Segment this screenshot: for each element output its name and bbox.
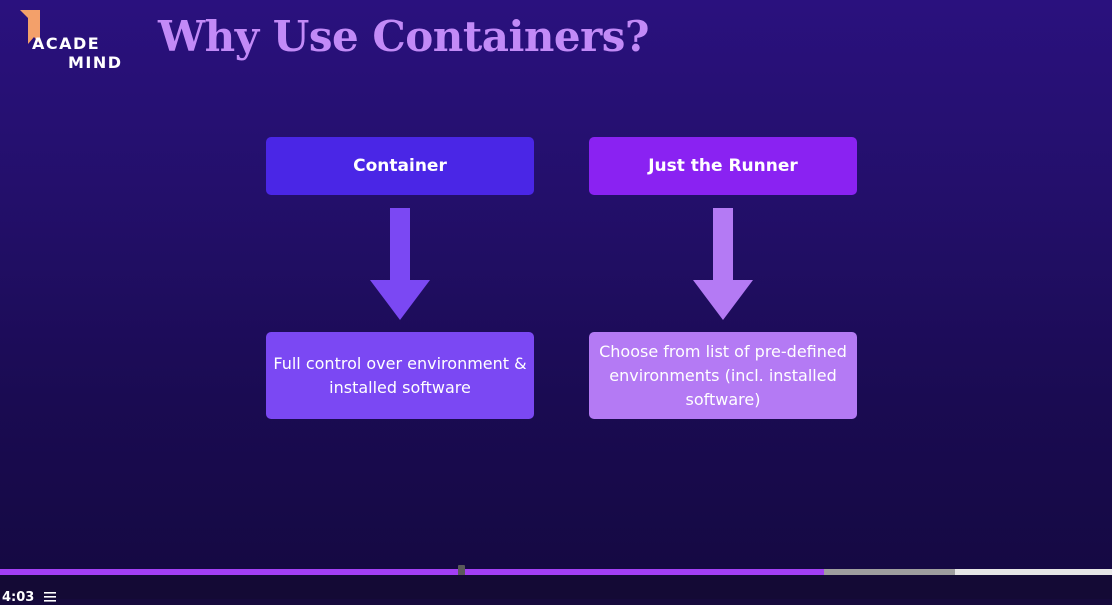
runner-heading-label: Just the Runner <box>648 156 798 176</box>
container-heading-label: Container <box>353 156 447 176</box>
progress-played <box>0 569 824 575</box>
book-icon <box>20 10 40 44</box>
player-controls: 4:03 <box>0 575 1112 605</box>
logo-text-line1: ACADE <box>32 34 101 53</box>
runner-description-box: Choose from list of pre-defined environm… <box>589 332 857 419</box>
runner-description-text: Choose from list of pre-defined environm… <box>599 341 847 409</box>
video-progress-bar[interactable] <box>0 565 1112 578</box>
container-description-box: Full control over environment & installe… <box>266 332 534 419</box>
academind-logo: ACADE MIND <box>20 10 130 72</box>
list-icon[interactable] <box>44 592 56 602</box>
logo-text-line2: MIND <box>68 53 123 72</box>
container-heading-box: Container <box>266 137 534 195</box>
slide-title: Why Use Containers? <box>158 12 650 61</box>
time-readout[interactable]: 4:03 <box>2 590 35 605</box>
runner-heading-box: Just the Runner <box>589 137 857 195</box>
container-description-text: Full control over environment & installe… <box>273 353 527 397</box>
down-arrow-icon <box>693 208 753 320</box>
video-slide: ACADE MIND Why Use Containers? Container… <box>0 0 1112 570</box>
progress-marker[interactable] <box>458 565 466 578</box>
down-arrow-icon <box>370 208 430 320</box>
